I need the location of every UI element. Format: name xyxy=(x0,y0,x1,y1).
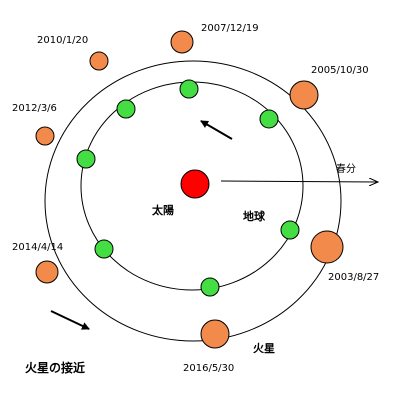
earth-position xyxy=(94,239,114,259)
earth-position xyxy=(179,79,199,99)
mars-date-label: 2005/10/30 xyxy=(311,65,369,76)
mars-date-label: 2007/12/19 xyxy=(201,23,259,34)
mars-orbit xyxy=(44,60,342,342)
equinox-label: 春分 xyxy=(336,163,356,175)
earth-position xyxy=(200,277,220,297)
mars-date-label: 2003/8/27 xyxy=(328,272,379,283)
mars-position xyxy=(310,230,344,264)
mars-position xyxy=(170,30,194,54)
mars-date-label: 2014/4/14 xyxy=(12,242,63,253)
earth-position xyxy=(259,109,279,129)
sun xyxy=(180,169,210,199)
mars-position xyxy=(89,51,109,71)
earth-motion-arrow xyxy=(200,120,233,140)
mars-date-label: 2010/1/20 xyxy=(37,35,88,46)
mars-label: 火星 xyxy=(253,342,275,355)
earth-position xyxy=(76,149,96,169)
earth-label: 地球 xyxy=(243,209,266,223)
mars-date-label: 2016/5/30 xyxy=(183,363,234,374)
mars-position xyxy=(200,319,230,349)
mars-position xyxy=(35,260,59,284)
earth-position xyxy=(280,220,300,240)
mars-date-label: 2012/3/6 xyxy=(12,103,57,114)
mars-position xyxy=(289,80,319,110)
mars-position xyxy=(35,126,55,146)
earth-position xyxy=(116,99,136,119)
sun-label: 太陽 xyxy=(151,203,174,217)
mars-motion-arrow xyxy=(50,310,90,330)
diagram-title: 火星の接近 xyxy=(25,360,85,375)
equinox-direction-arrow xyxy=(220,181,378,182)
